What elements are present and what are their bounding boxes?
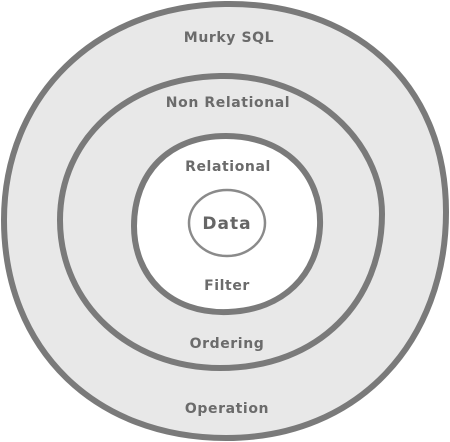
core-label: Data	[202, 214, 251, 234]
middle-ring-bottom-label: Ordering	[190, 336, 265, 352]
outer-ring-top-label: Murky SQL	[184, 30, 274, 46]
middle-ring-top-label: Non Relational	[166, 95, 290, 111]
outer-ring-bottom-label: Operation	[185, 401, 269, 417]
inner-ring-bottom-label: Filter	[204, 278, 250, 294]
core-circle	[187, 188, 267, 258]
inner-ring-top-label: Relational	[185, 159, 271, 175]
